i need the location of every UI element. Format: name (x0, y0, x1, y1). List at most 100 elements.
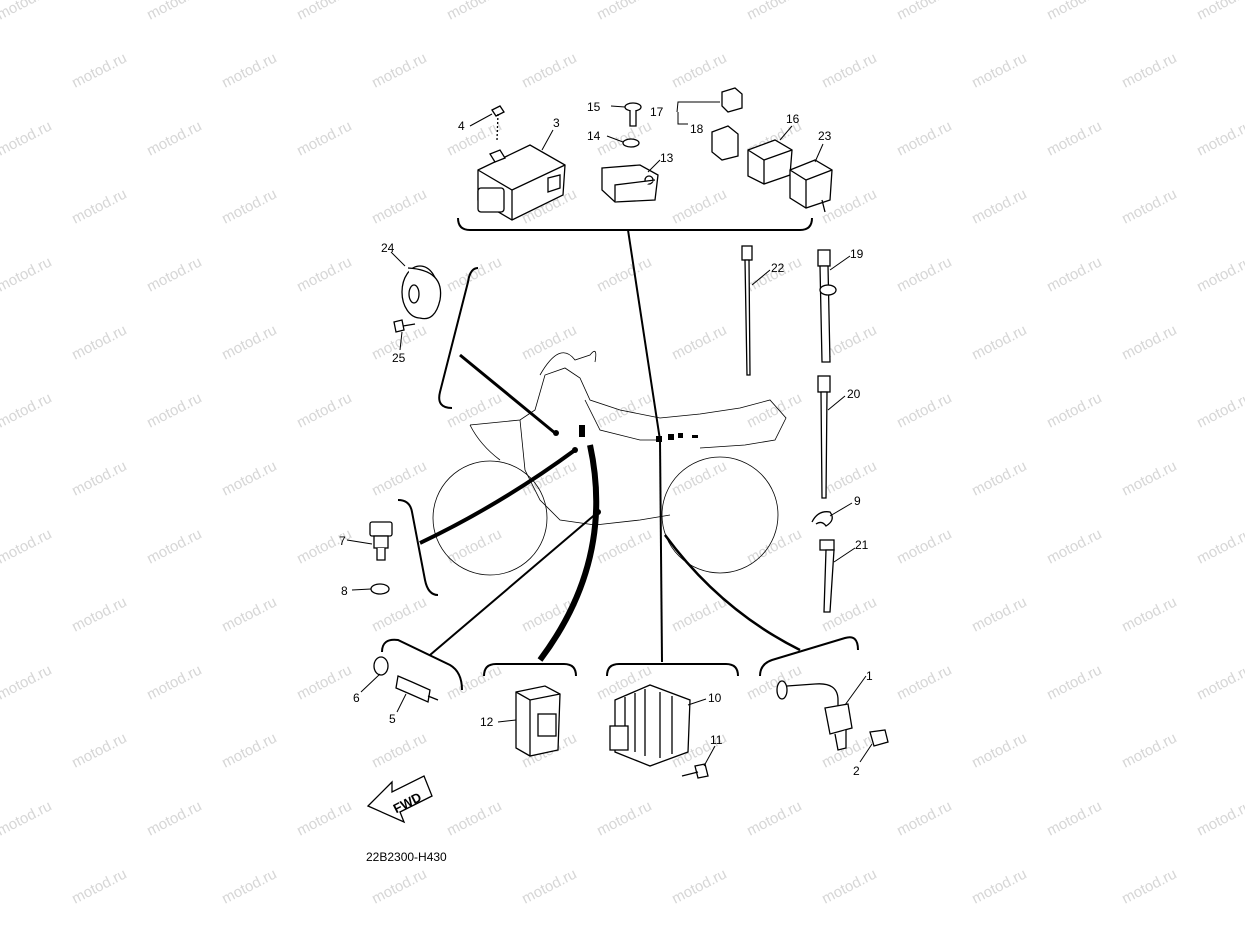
watermark-text: motod.ru (1044, 662, 1104, 704)
watermark-layer: motod.ru motod.ru motod.ru motod.ru motod.ru… (0, 0, 1245, 908)
flasher-23-part (789, 159, 833, 213)
watermark-text: motod.ru (369, 730, 429, 772)
watermark-text: motod.ru (219, 594, 279, 636)
watermark-text: motod.ru (1119, 594, 1179, 636)
watermark-text: motod.ru (69, 50, 129, 92)
watermark-text: motod.ru (0, 0, 55, 24)
watermark-text: motod.ru (219, 866, 279, 908)
watermark-text: motod.ru (894, 526, 954, 568)
watermark-text: motod.ru (1119, 866, 1179, 908)
watermark-text: motod.ru (219, 730, 279, 772)
bracket-relay (483, 663, 577, 677)
watermark-text: motod.ru (369, 866, 429, 908)
watermark-text: motod.ru (669, 866, 729, 908)
watermark-text: motod.ru (369, 186, 429, 228)
watermark-text: motod.ru (1194, 390, 1245, 432)
watermark-text: motod.ru (894, 798, 954, 840)
watermark-text: motod.ru (144, 526, 204, 568)
watermark-text: motod.ru (594, 118, 654, 160)
watermark-text: motod.ru (294, 254, 354, 296)
watermark-text: motod.ru (0, 254, 55, 296)
watermark-text: motod.ru (294, 798, 354, 840)
callout-labels: 1 2 3 4 5 6 7 8 9 10 11 12 13 14 15 16 1… (339, 100, 873, 778)
fuse-holder-part (711, 87, 743, 161)
watermark-text: motod.ru (1044, 118, 1104, 160)
relay-12-part (515, 685, 561, 757)
watermark-text: motod.ru (219, 458, 279, 500)
cable-tie-22-part (741, 245, 753, 376)
bracket-top (457, 217, 813, 231)
washer-6-part (373, 656, 389, 676)
bracket-fuel (759, 636, 859, 677)
watermark-text: motod.ru (669, 186, 729, 228)
watermark-text: motod.ru (669, 322, 729, 364)
watermark-text: motod.ru (294, 390, 354, 432)
callout-19: 19 (850, 247, 864, 261)
clip-9-part (811, 511, 833, 527)
watermark-text: motod.ru (894, 254, 954, 296)
watermark-text: motod.ru (969, 458, 1029, 500)
connector-markers (553, 425, 698, 515)
callout-18: 18 (690, 122, 704, 136)
watermark-text: motod.ru (0, 798, 55, 840)
callout-10: 10 (708, 691, 722, 705)
watermark-text: motod.ru (0, 118, 55, 160)
band-19-part (817, 249, 837, 363)
watermark-text: motod.ru (1044, 254, 1104, 296)
watermark-text: motod.ru (1194, 526, 1245, 568)
watermark-text: motod.ru (0, 526, 55, 568)
band-21-part (819, 539, 835, 613)
lead-spark-plug (429, 511, 599, 656)
cable-tie-20-part (817, 375, 831, 499)
diagram-code: 22B2300-H430 (366, 850, 447, 864)
callout-3: 3 (553, 116, 560, 130)
fwd-arrow: FWD (366, 775, 433, 824)
watermark-text: motod.ru (219, 322, 279, 364)
lead-fuel-cock (663, 534, 801, 652)
watermark-text: motod.ru (594, 526, 654, 568)
group-brackets (381, 217, 859, 691)
watermark-text: motod.ru (819, 50, 879, 92)
bolt-25-part (393, 319, 416, 333)
bracket-sensor (397, 499, 439, 596)
watermark-text: motod.ru (444, 390, 504, 432)
bracket-plug (381, 638, 463, 691)
callout-22: 22 (771, 261, 785, 275)
watermark-text: motod.ru (1119, 186, 1179, 228)
rear-wheel (661, 456, 779, 574)
callout-16: 16 (786, 112, 800, 126)
watermark-text: motod.ru (219, 50, 279, 92)
lead-thermo-sensor (419, 448, 577, 545)
watermark-text: motod.ru (894, 390, 954, 432)
lead-horn (459, 353, 556, 435)
watermark-text: motod.ru (1119, 458, 1179, 500)
callout-14: 14 (587, 129, 601, 143)
watermark-text: motod.ru (519, 50, 579, 92)
callout-24: 24 (381, 241, 395, 255)
frame-outline (519, 419, 671, 526)
spark-plug-5-part (395, 675, 439, 703)
watermark-text: motod.ru (294, 662, 354, 704)
watermark-text: motod.ru (144, 662, 204, 704)
watermark-text: motod.ru (1044, 526, 1104, 568)
front-wheel (432, 460, 548, 576)
callout-leaders (346, 101, 873, 767)
watermark-text: motod.ru (1194, 798, 1245, 840)
watermark-text: motod.ru (444, 254, 504, 296)
callout-2: 2 (853, 764, 860, 778)
fwd-arrow-icon (366, 775, 433, 824)
callout-1: 1 (866, 669, 873, 683)
watermark-text: motod.ru (69, 186, 129, 228)
watermark-text: motod.ru (669, 594, 729, 636)
watermark-text: motod.ru (69, 866, 129, 908)
watermark-text: motod.ru (69, 458, 129, 500)
bracket-13-part (601, 164, 659, 203)
watermark-text: motod.ru (1194, 254, 1245, 296)
watermark-text: motod.ru (144, 798, 204, 840)
washer-8-part (370, 583, 390, 595)
watermark-text: motod.ru (669, 50, 729, 92)
watermark-text: motod.ru (69, 322, 129, 364)
watermark-text: motod.ru (294, 118, 354, 160)
watermark-text: motod.ru (369, 594, 429, 636)
